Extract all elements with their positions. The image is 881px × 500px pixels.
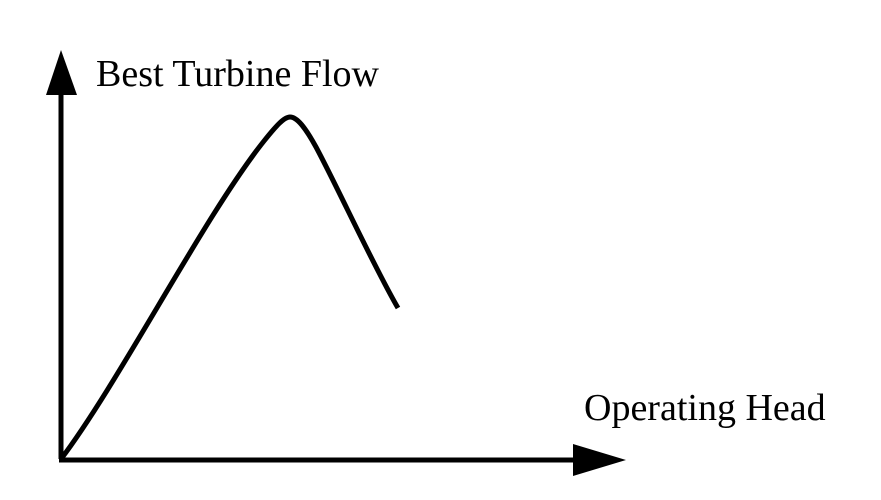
y-axis-label: Best Turbine Flow	[96, 53, 380, 95]
y-axis-arrow-icon	[46, 50, 77, 95]
best-turbine-flow-curve	[59, 114, 401, 461]
x-axis-arrow-icon	[573, 444, 626, 476]
x-axis-label: Operating Head	[584, 387, 826, 429]
